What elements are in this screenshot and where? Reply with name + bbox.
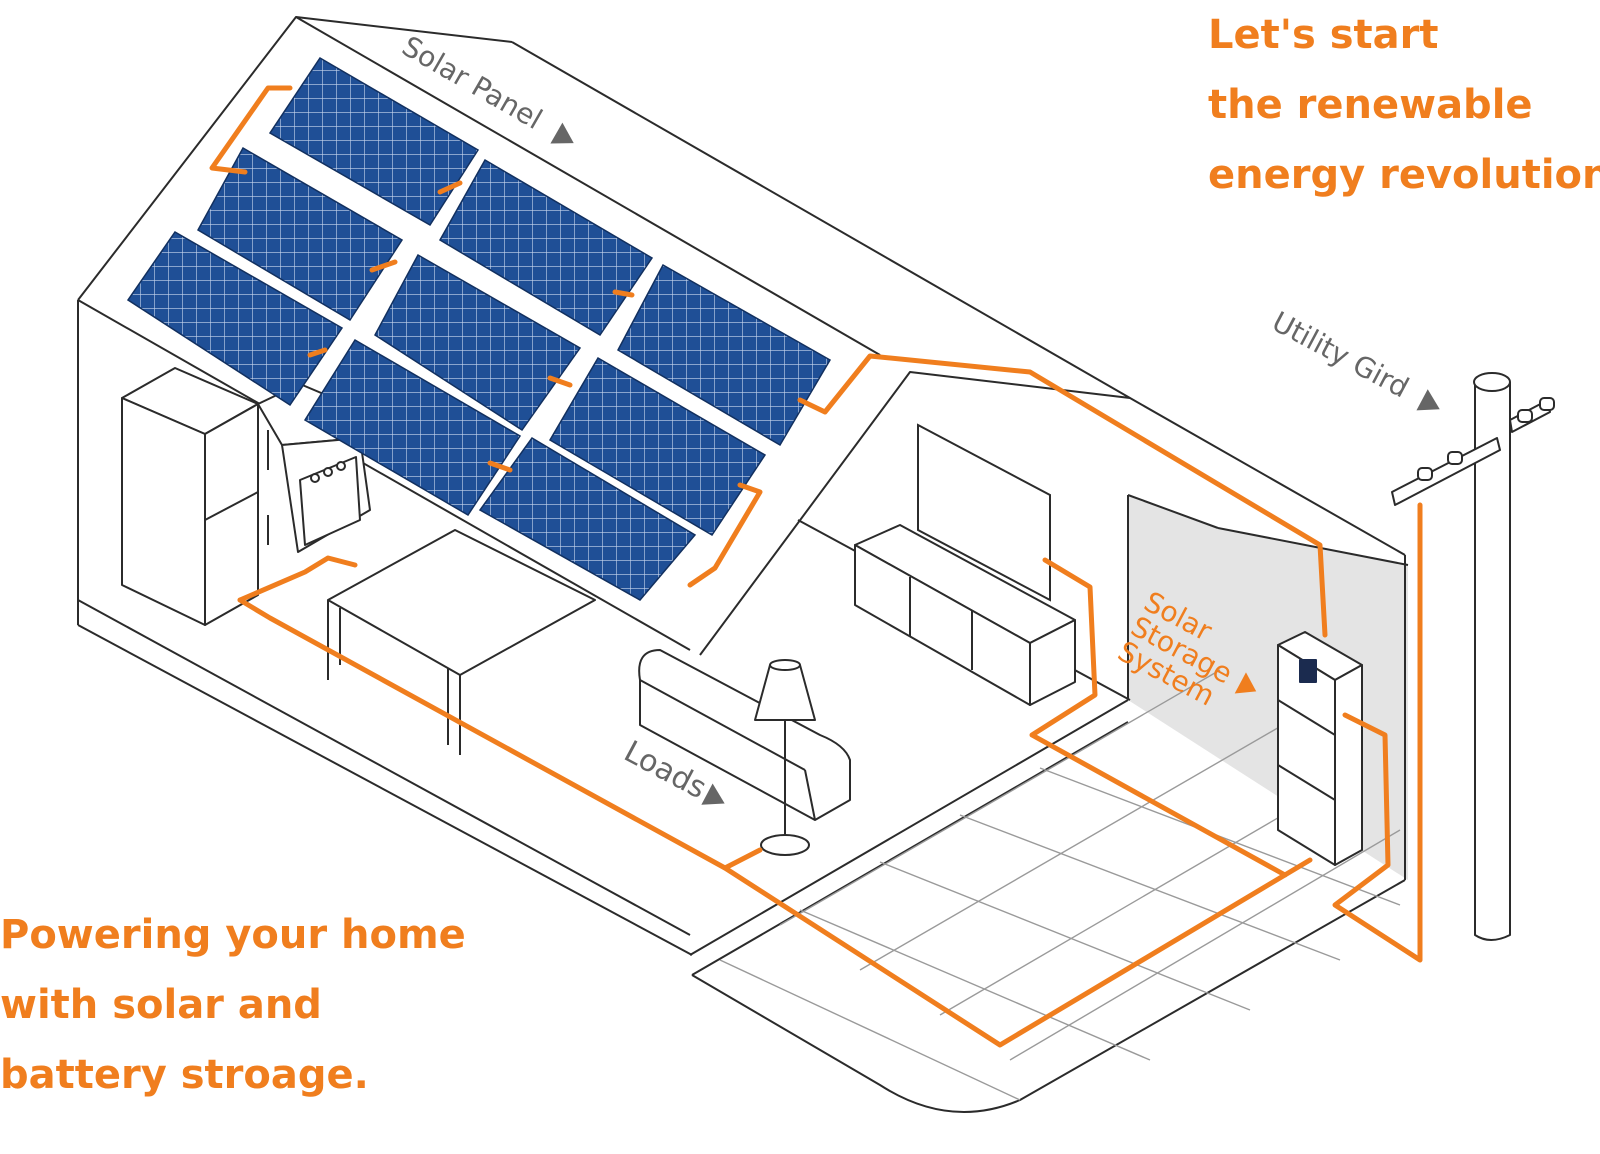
solar-panel <box>438 158 654 337</box>
arrow-right-icon <box>550 122 574 144</box>
refrigerator <box>121 367 269 626</box>
solar-panel <box>268 56 480 227</box>
headline-top: Let's start the renewable energy revolut… <box>1208 0 1600 210</box>
wiring <box>209 85 1423 1048</box>
headline-top-line1: Let's start <box>1208 12 1439 58</box>
arrow-right-icon <box>1416 389 1440 411</box>
storage-unit <box>1277 631 1363 866</box>
solar-panel <box>478 437 697 601</box>
headline-bottom-line1: Powering your home <box>0 912 466 958</box>
arrow-right-icon <box>1234 672 1257 694</box>
sofa <box>638 649 851 821</box>
arrow-right-icon <box>701 783 725 805</box>
solar-panel <box>617 263 832 447</box>
label-utility-grid: Utility Gird <box>1267 305 1440 411</box>
tv-cabinet <box>854 524 1076 706</box>
label-utility-grid-text: Utility Gird <box>1267 305 1415 404</box>
headline-bottom-line2: with solar and <box>0 982 322 1028</box>
solar-panel <box>374 253 582 432</box>
solar-panel <box>126 231 344 407</box>
display-screen-icon <box>917 423 1051 602</box>
dining-table <box>327 529 596 755</box>
floor-lamp <box>754 659 816 856</box>
utility-pole <box>1391 372 1555 941</box>
solar-panel <box>548 356 767 537</box>
headline-top-line2: the renewable <box>1208 82 1533 128</box>
solar-panel <box>196 146 404 322</box>
headline-bottom-line3: battery stroage. <box>0 1052 369 1098</box>
solar-panel <box>303 338 522 517</box>
headline-bottom: Powering your home with solar and batter… <box>0 900 466 1110</box>
solar-panel-array <box>126 56 832 601</box>
headline-top-line3: energy revolution. <box>1208 152 1600 198</box>
